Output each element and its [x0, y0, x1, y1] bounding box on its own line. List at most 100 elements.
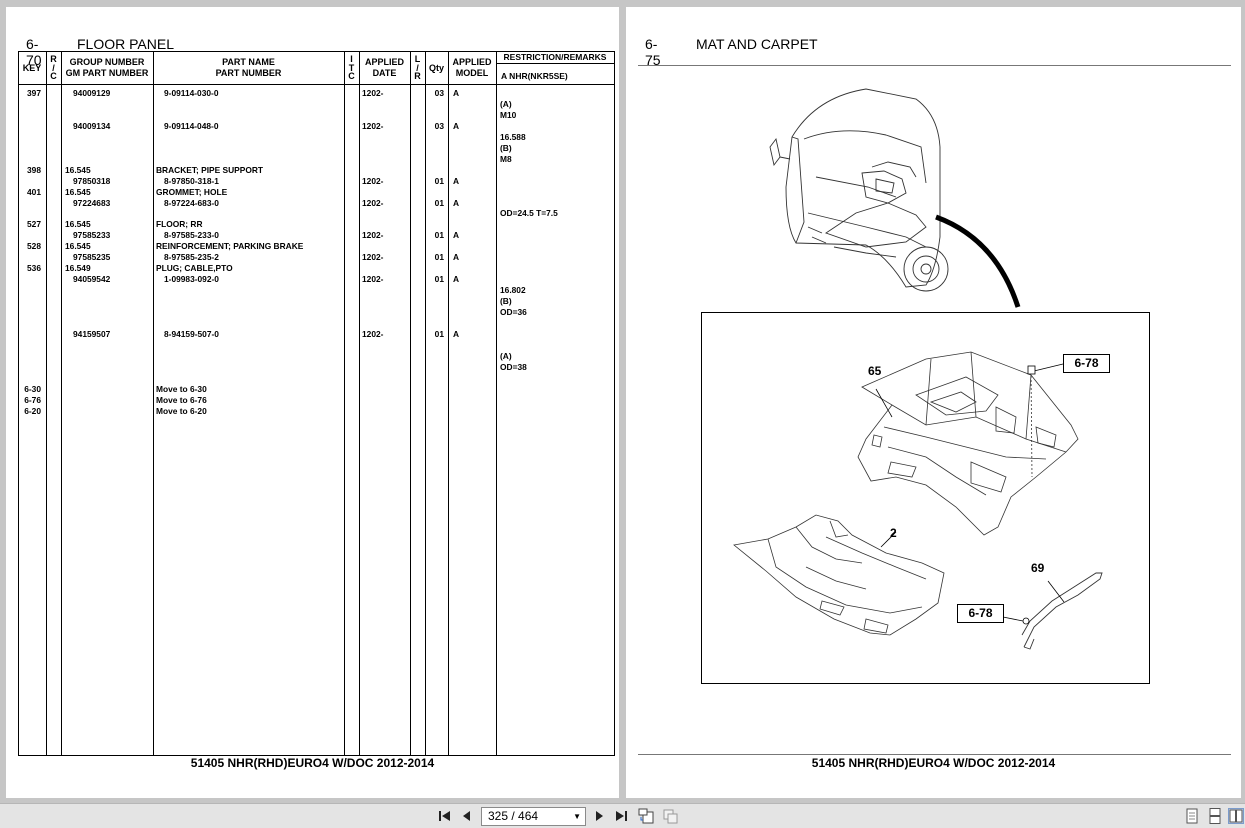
single-page-view-icon[interactable]: [1184, 808, 1200, 824]
table-cell-date: 1202-: [362, 230, 384, 241]
leader-arrow: [935, 214, 1021, 308]
next-page-icon[interactable]: [591, 808, 607, 824]
part-number-2: 2: [890, 526, 897, 540]
table-cell-remarks: 16.802: [500, 285, 526, 296]
table-cell-qty: 03: [434, 88, 444, 98]
table-cell-remarks: OD=24.5 T=7.5: [500, 208, 558, 219]
table-cell-group: 16.545: [65, 241, 91, 252]
table-cell-date: 1202-: [362, 175, 384, 186]
first-page-icon[interactable]: [437, 808, 453, 824]
table-cell-name: Move to 6-20: [156, 405, 207, 416]
table-cell-key: 6-20: [24, 405, 41, 416]
table-cell-remarks: (B): [500, 142, 512, 153]
truck-cab-illustration: [769, 88, 949, 292]
col-header-key: KEY: [22, 62, 42, 73]
table-cell-name: Move to 6-30: [156, 383, 207, 394]
table-cell-group: 97585235: [73, 252, 111, 263]
table-cell-key: 536: [27, 263, 41, 274]
col-header-part-name: PART NAME PART NUMBER: [215, 57, 282, 78]
section-number: 6-75: [645, 36, 661, 68]
col-header-qty: Qty: [428, 62, 444, 73]
section-title: MAT AND CARPET: [696, 36, 818, 52]
table-cell-key: 397: [27, 88, 41, 98]
table-cell-name: 9-09114-030-0: [164, 88, 219, 98]
facing-view-icon[interactable]: [1228, 808, 1244, 824]
last-page-icon[interactable]: [613, 808, 629, 824]
table-cell-remarks: OD=36: [500, 307, 527, 317]
prev-page-icon[interactable]: [459, 808, 475, 824]
table-cell-qty: 01: [434, 328, 444, 339]
rotate-icon[interactable]: [638, 808, 654, 824]
table-cell-model: A: [453, 252, 460, 263]
table-cell-date: 1202-: [362, 274, 384, 285]
right-page: 6-75 MAT AND CARPET: [626, 7, 1241, 798]
table-cell-qty: 01: [434, 252, 444, 263]
table-cell-date: 1202-: [362, 197, 384, 208]
table-cell-group: 16.545: [65, 219, 91, 230]
table-cell-remarks: (A): [500, 350, 512, 361]
table-cell-name: GROMMET; HOLE: [156, 186, 228, 197]
table-cell-name: 8-97585-235-2: [164, 252, 219, 263]
viewer-toolbar: 325 / 464 ▼: [0, 803, 1245, 828]
table-cell-group: 94059542: [73, 274, 111, 285]
part-number-69: 69: [1031, 561, 1045, 575]
table-cell-key: 6-76: [24, 394, 41, 405]
col-header-remarks: RESTRICTION/REMARKS: [503, 52, 607, 62]
table-cell-date: 1202-: [362, 252, 384, 263]
table-cell-name: FLOOR; RR: [156, 219, 203, 230]
chevron-down-icon: ▼: [573, 812, 581, 821]
table-cell-remarks: M8: [500, 153, 512, 164]
table-cell-key: 401: [27, 186, 41, 197]
table-cell-qty: 01: [434, 197, 444, 208]
cable-rod-illustration: [1021, 572, 1103, 650]
table-cell-group: 97224683: [73, 197, 111, 208]
table-cell-group: 97585233: [73, 230, 111, 241]
table-cell-name: PLUG; CABLE,PTO: [156, 263, 233, 274]
part-number-65: 65: [868, 364, 882, 378]
parts-table: KEY R / C GROUP NUMBER GM PART NUMBER PA…: [18, 51, 615, 756]
table-cell-date: 1202-: [362, 88, 384, 98]
table-cell-model: A: [453, 230, 460, 241]
detail-frame: [701, 312, 1150, 684]
page-number-selector[interactable]: 325 / 464 ▼: [481, 807, 586, 826]
table-cell-name: 9-09114-048-0: [164, 120, 219, 131]
table-cell-name: 8-97224-683-0: [164, 197, 219, 208]
col-header-group-number: GROUP NUMBER GM PART NUMBER: [65, 57, 149, 78]
table-cell-remarks: (B): [500, 296, 512, 307]
page-footer: 51405 NHR(RHD)EURO4 W/DOC 2012-2014: [190, 756, 435, 770]
table-cell-name: 8-97850-318-1: [164, 175, 219, 186]
table-cell-key: 527: [27, 219, 41, 230]
section-number: 6-70: [26, 36, 42, 68]
page-indicator: 325 / 464: [488, 809, 539, 823]
col-header-remarks-sub: A NHR(NKR5SE): [501, 70, 568, 81]
table-cell-model: A: [453, 175, 460, 186]
parts-diagram: [701, 88, 1150, 684]
section-title: FLOOR PANEL: [77, 36, 174, 52]
table-cell-qty: 01: [434, 175, 444, 186]
copy-icon[interactable]: [662, 808, 678, 824]
table-cell-group: 94159507: [73, 328, 111, 339]
table-cell-group: 94009134: [73, 120, 111, 131]
table-cell-name: REINFORCEMENT; PARKING BRAKE: [156, 241, 304, 252]
col-header-applied-model: APPLIED MODEL: [452, 57, 492, 78]
table-cell-name: 1-09983-092-0: [164, 274, 219, 285]
ref-callout-bottom[interactable]: 6-78: [957, 604, 1004, 623]
table-cell-group: 97850318: [73, 175, 111, 186]
left-page: 6-70 FLOOR PANEL KEY R / C GROUP NUMBER …: [6, 7, 619, 798]
table-cell-group: 16.545: [65, 186, 91, 197]
table-cell-group: 16.549: [65, 263, 91, 274]
table-cell-qty: 01: [434, 230, 444, 241]
table-cell-name: 8-97585-233-0: [164, 230, 219, 241]
table-cell-key: 6-30: [24, 383, 41, 394]
table-cell-model: A: [453, 88, 460, 98]
col-header-applied-date: APPLIED DATE: [364, 57, 404, 78]
table-cell-remarks: M10: [500, 109, 517, 120]
ref-callout-top[interactable]: 6-78: [1063, 354, 1110, 373]
table-cell-remarks: (A): [500, 98, 512, 109]
col-header-lr: L / R: [414, 54, 421, 82]
table-cell-qty: 01: [434, 274, 444, 285]
table-cell-key: 528: [27, 241, 41, 252]
col-header-itc: I T C: [348, 54, 355, 82]
table-cell-group: 16.545: [65, 164, 91, 175]
continuous-view-icon[interactable]: [1207, 808, 1223, 824]
